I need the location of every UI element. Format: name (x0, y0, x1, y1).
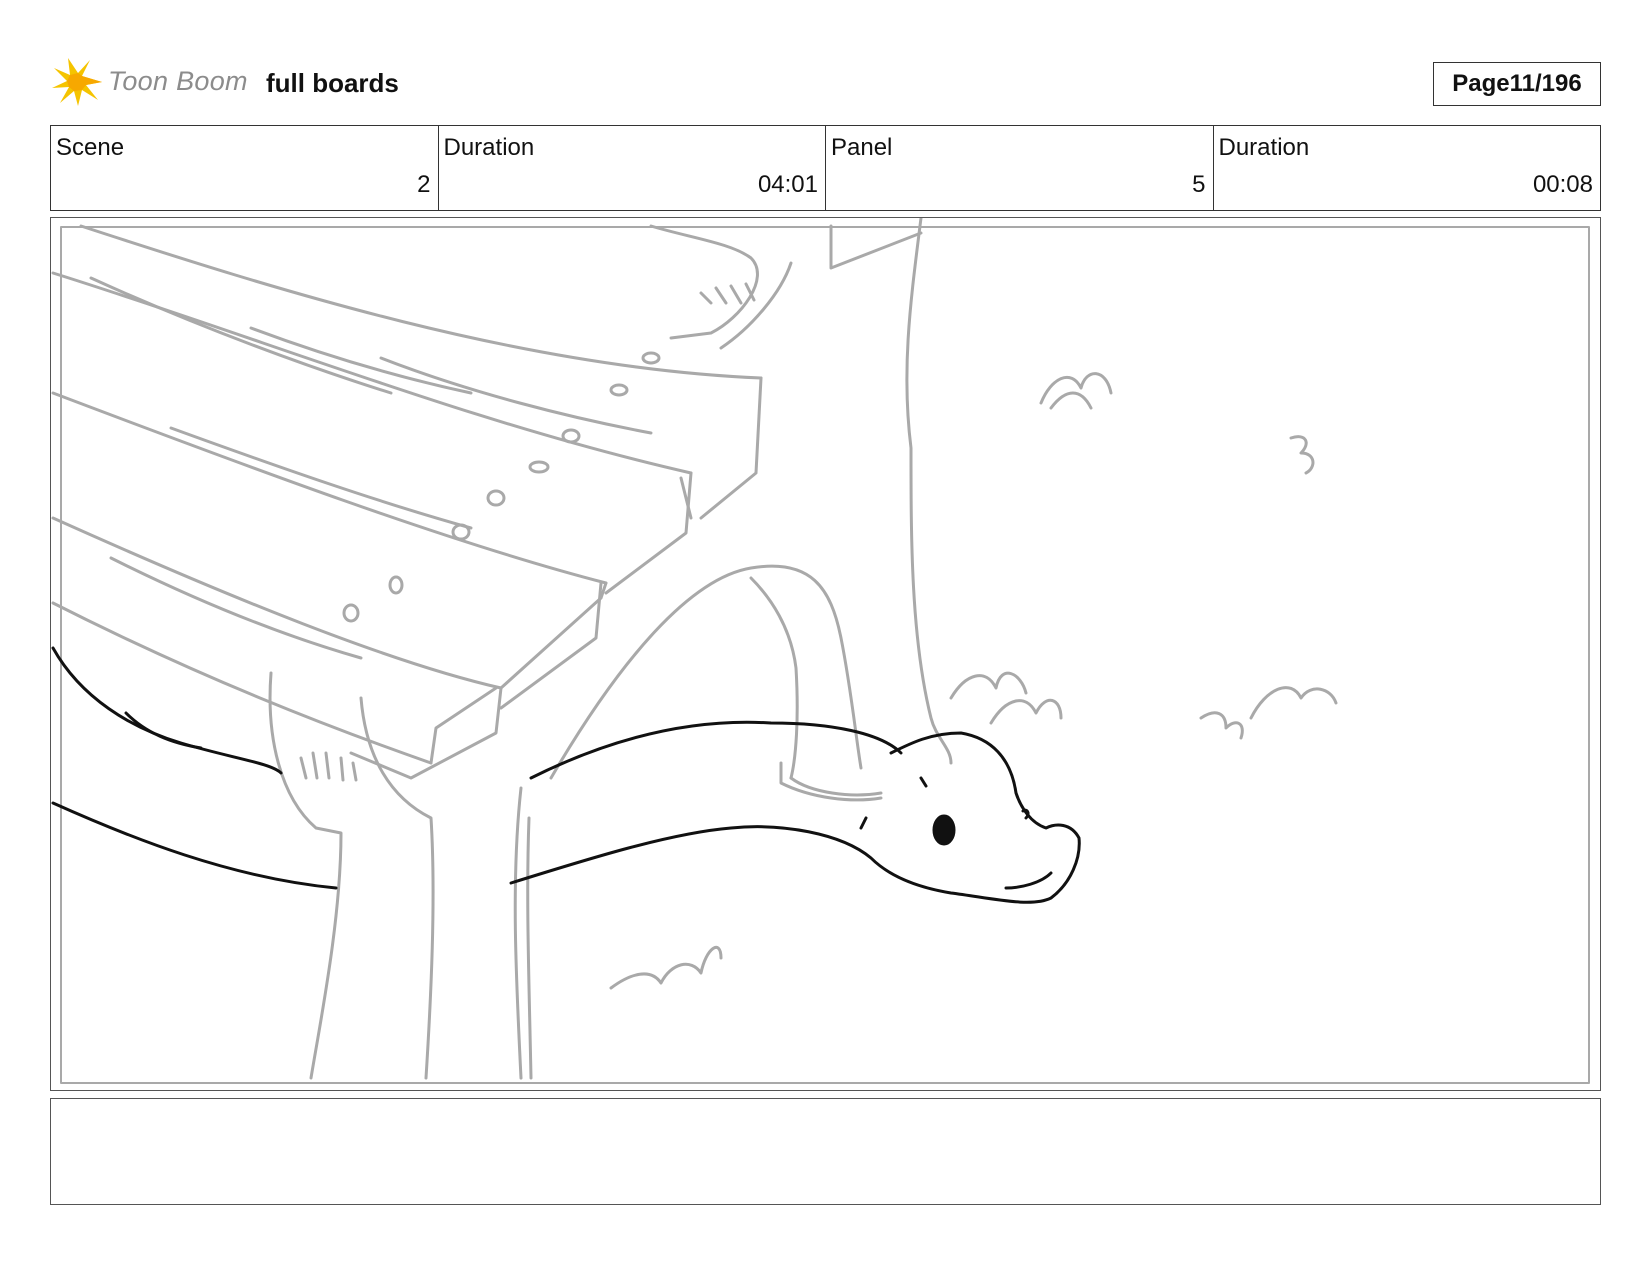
page-indicator: Page 11/196 (1433, 62, 1601, 106)
panel-info-table: Scene 2 Duration 04:01 Panel 5 Duration … (50, 125, 1601, 211)
scene-label: Scene (56, 134, 125, 161)
snake-character (51, 646, 1081, 904)
logo-star-icon (52, 58, 102, 106)
page-label: Page (1452, 70, 1510, 97)
scene-duration-label: Duration (443, 134, 535, 161)
scene-duration-cell: Duration 04:01 (439, 126, 826, 210)
document-title: full boards (266, 68, 399, 98)
scene-cell: Scene 2 (51, 126, 439, 210)
notes-box (50, 1098, 1601, 1205)
panel-value: 5 (1192, 171, 1206, 198)
panel-drawing (51, 218, 1590, 1084)
page-number: 11/196 (1509, 70, 1582, 97)
scene-value: 2 (417, 171, 431, 198)
panel-label: Panel (831, 134, 893, 161)
panel-duration-cell: Duration 00:08 (1214, 126, 1601, 210)
panel-duration-label: Duration (1218, 134, 1310, 161)
toon-boom-logo: Toon Boom (52, 56, 252, 108)
logo-text: Toon Boom (108, 66, 248, 96)
storyboard-panel (50, 217, 1601, 1091)
panel-cell: Panel 5 (826, 126, 1214, 210)
safe-area-frame (60, 226, 1590, 1084)
snake-eye (932, 814, 956, 846)
bench-sketch (51, 218, 1338, 1080)
page-header: Toon Boom full boards Page 11/196 (0, 0, 1650, 120)
panel-duration-value: 00:08 (1532, 171, 1593, 198)
scene-duration-value: 04:01 (757, 171, 818, 198)
